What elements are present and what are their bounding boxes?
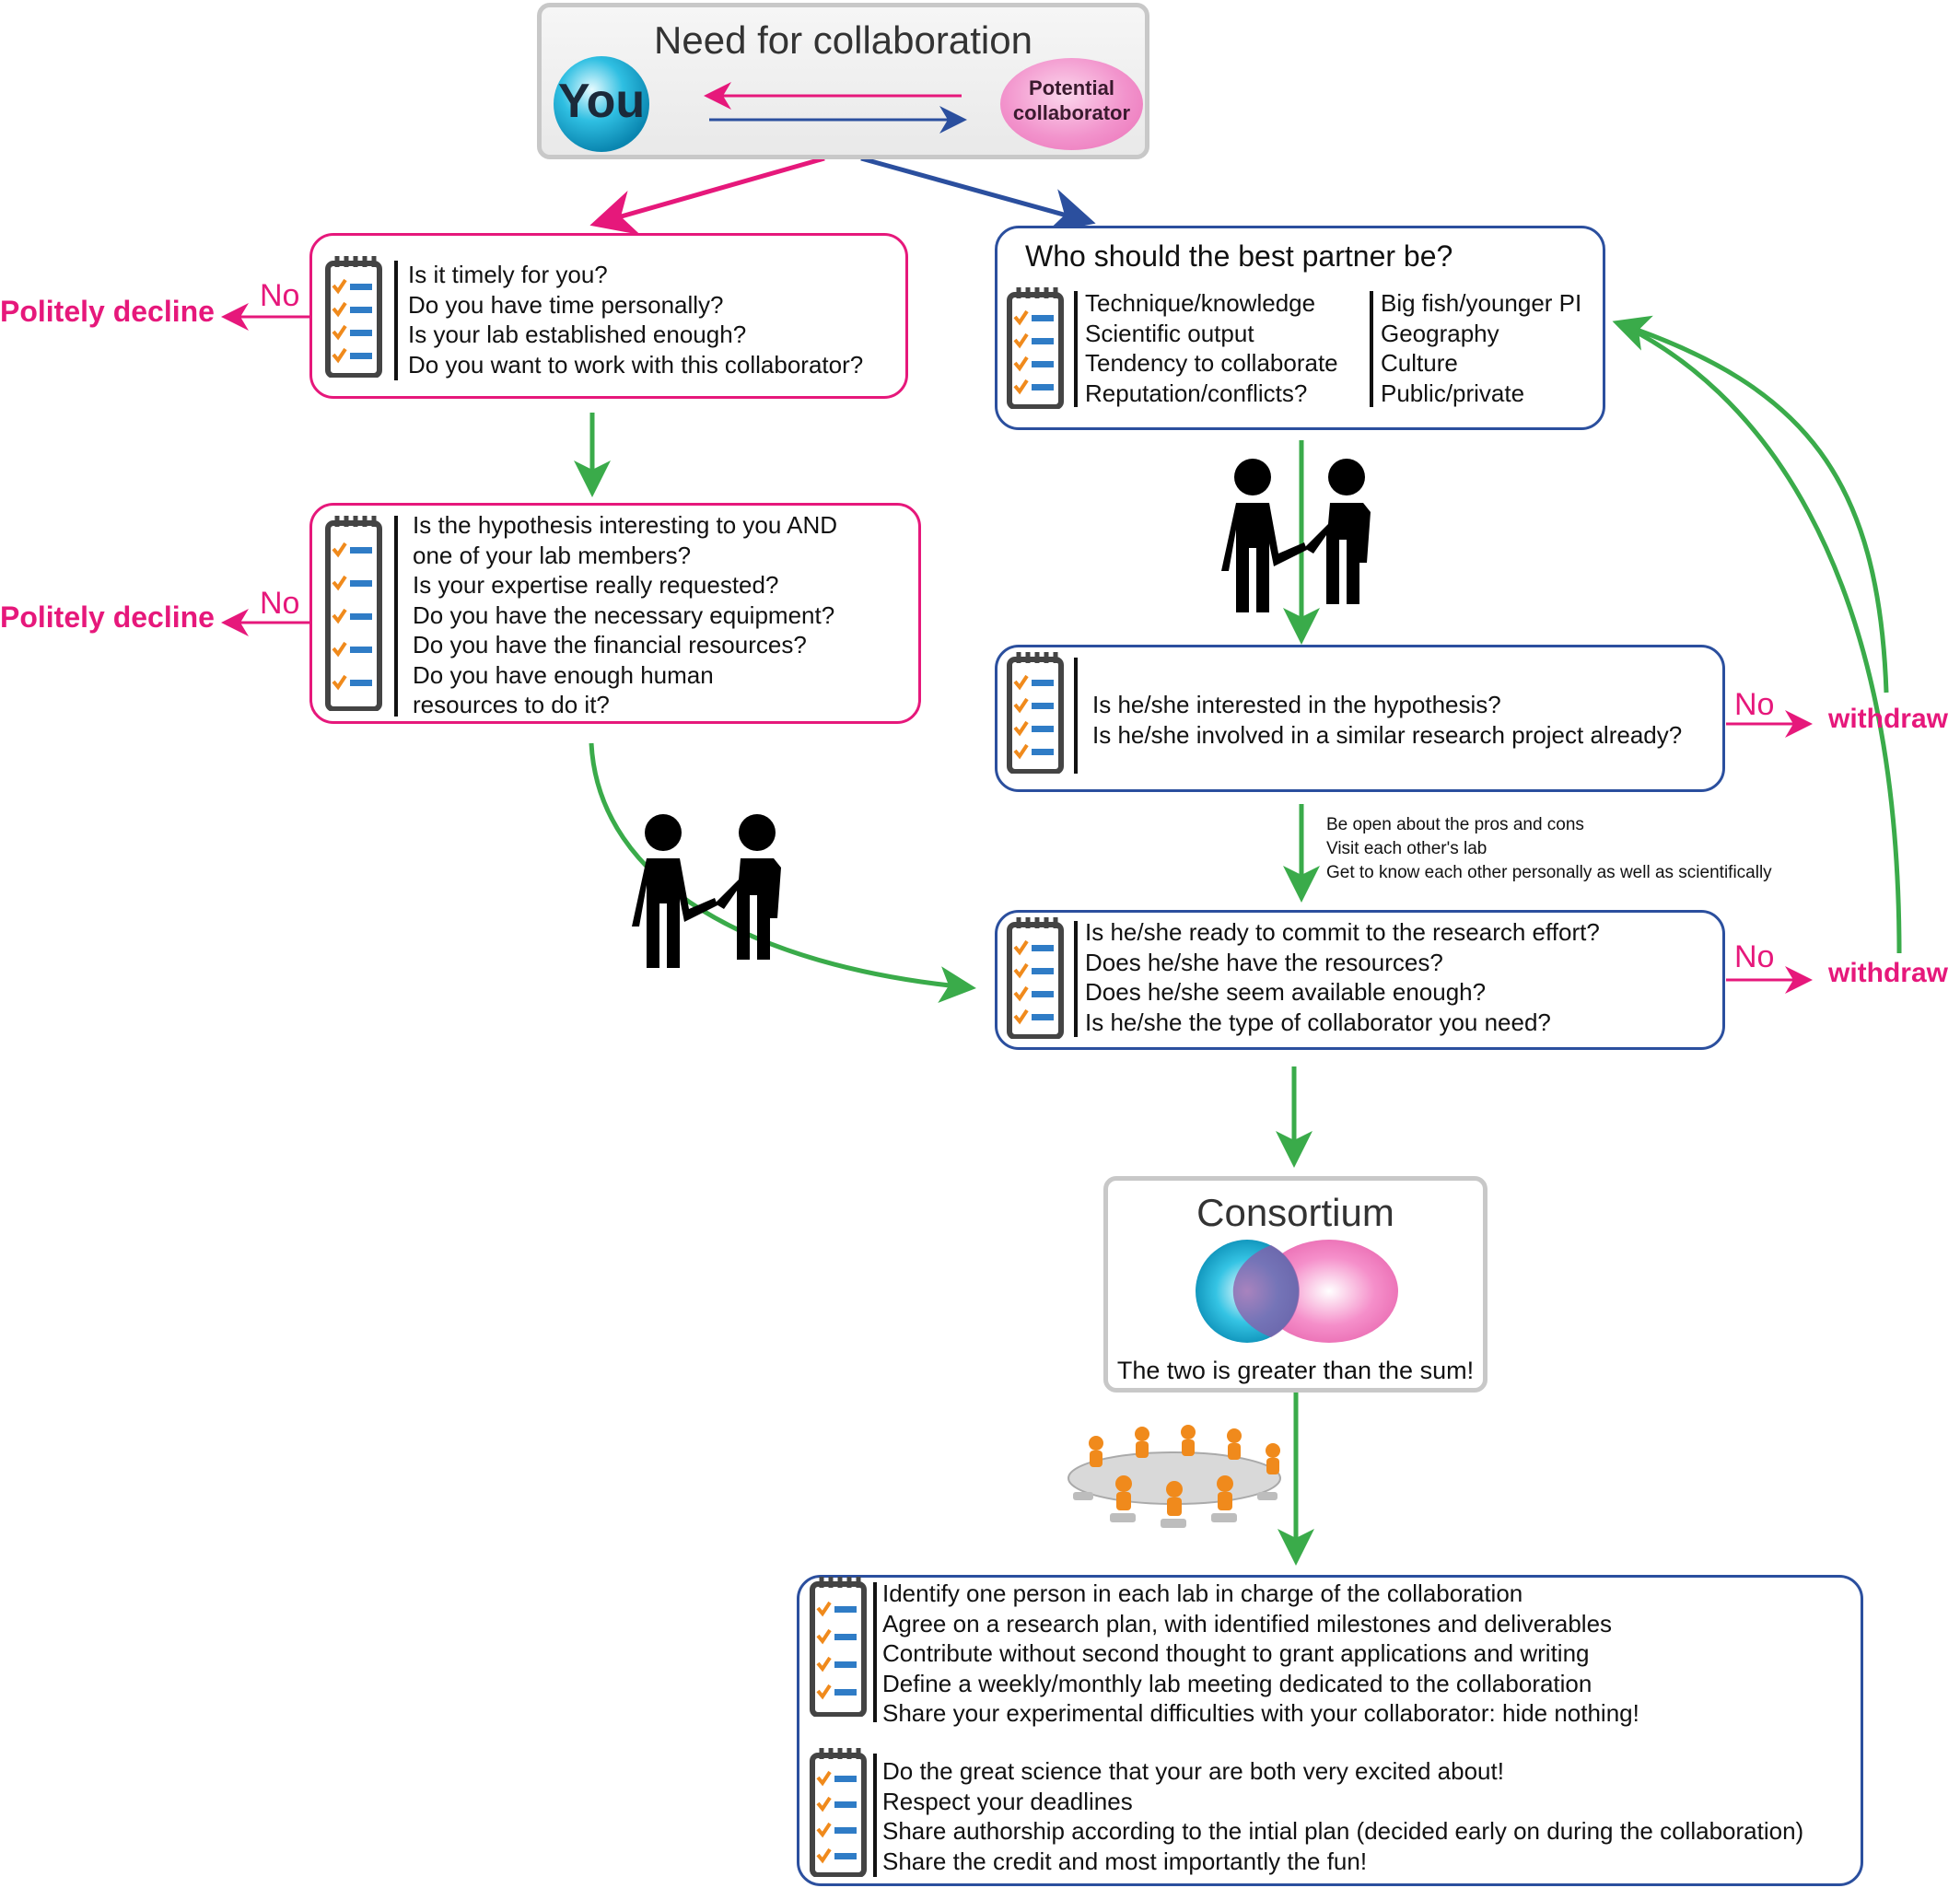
divider-bar — [394, 261, 398, 380]
collaboration-practices-box — [797, 1575, 1863, 1886]
list-item: Is your expertise really requested? — [413, 571, 779, 599]
pink-arrow-to-self-check — [589, 156, 825, 236]
partner-criteria-col2: Big fish/younger PI Geography Culture Pu… — [1381, 288, 1581, 408]
list-item: Share the credit and most importantly th… — [882, 1847, 1368, 1875]
checklist-icon — [810, 1748, 867, 1877]
list-item: Technique/knowledge — [1085, 289, 1316, 317]
exchange-arrows — [704, 82, 967, 134]
top-title: Need for collaboration — [654, 18, 1032, 62]
list-item: Culture — [1381, 349, 1458, 377]
divider-bar — [873, 1754, 877, 1877]
list-item: Reputation/conflicts? — [1085, 379, 1308, 407]
divider-bar — [1370, 291, 1373, 407]
divider-bar — [1074, 291, 1078, 407]
list-item: Share authorship according to the intial… — [882, 1817, 1804, 1845]
hypothesis-check-box — [309, 503, 921, 724]
you-label: You — [557, 75, 646, 128]
interest-check-box — [995, 645, 1725, 792]
divider-bar — [873, 1582, 877, 1722]
politely-decline-label: Politely decline — [0, 295, 215, 328]
green-loop-from-commit — [1619, 321, 1902, 954]
list-item: Does he/she seem available enough? — [1085, 978, 1487, 1006]
list-item: Scientific output — [1085, 319, 1254, 347]
no-label: No — [260, 586, 300, 621]
list-item: Do you have the financial resources? — [413, 631, 807, 658]
need-for-collaboration-box: Need for collaboration You Potential col… — [537, 3, 1149, 159]
blue-arrow-to-partner-box — [860, 156, 1096, 234]
list-item: Is it timely for you? — [408, 261, 608, 288]
list-item: Contribute without second thought to gra… — [882, 1639, 1590, 1667]
consortium-overlap — [1232, 1245, 1300, 1337]
withdraw-label: withdraw — [1828, 958, 1949, 988]
list-item: Do the great science that your are both … — [882, 1757, 1504, 1785]
list-item: Define a weekly/monthly lab meeting dedi… — [882, 1669, 1592, 1697]
checklist-icon — [325, 256, 382, 378]
list-item: Respect your deadlines — [882, 1787, 1133, 1815]
divider-bar — [1074, 658, 1078, 774]
commit-check-list: Is he/she ready to commit to the researc… — [1085, 917, 1600, 1037]
best-partner-box — [995, 226, 1605, 430]
self-check-list: Is it timely for you? Do you have time p… — [408, 260, 863, 379]
handshake-icon — [632, 814, 781, 968]
advice-list: Be open about the pros and cons Visit ea… — [1326, 813, 1772, 885]
commit-check-box — [995, 910, 1725, 1050]
checklist-icon — [325, 516, 382, 711]
green-loop-from-interest — [1612, 315, 1889, 693]
withdraw-label: withdraw — [1828, 704, 1949, 734]
list-item: Is your lab established enough? — [408, 320, 747, 348]
list-item: Do you want to work with this collaborat… — [408, 350, 864, 379]
consortium-box — [1103, 1176, 1488, 1393]
hypothesis-check-list: Is the hypothesis interesting to you AND… — [413, 510, 837, 720]
self-check-box — [309, 233, 908, 399]
list-item: Is he/she the type of collaborator you n… — [1085, 1008, 1551, 1036]
list-item: Do you have enough human — [413, 660, 714, 689]
no-label: No — [260, 278, 300, 313]
list-item: Tendency to collaborate — [1085, 349, 1338, 377]
partner-criteria-col1: Technique/knowledge Scientific output Te… — [1085, 288, 1338, 408]
list-item: Public/private — [1381, 379, 1525, 407]
checklist-icon — [1007, 287, 1064, 409]
practices-list-1: Identify one person in each lab in charg… — [882, 1579, 1639, 1729]
interest-check-list: Is he/she interested in the hypothesis? … — [1092, 690, 1682, 750]
collaborator-ellipse — [1000, 58, 1143, 150]
list-item: Share your experimental difficulties wit… — [882, 1699, 1639, 1727]
best-partner-title: Who should the best partner be? — [1025, 239, 1453, 273]
list-item: Is he/she interested in the hypothesis? — [1092, 691, 1501, 718]
no-label: No — [1734, 687, 1775, 722]
collaborator-label: Potential collaborator — [1012, 76, 1131, 124]
list-item: Agree on a research plan, with identifie… — [882, 1609, 1613, 1637]
checklist-icon — [810, 1577, 867, 1717]
list-item: Get to know each other personally as wel… — [1326, 863, 1772, 882]
list-item: Be open about the pros and cons — [1326, 815, 1584, 834]
list-item: Is he/she involved in a similar research… — [1092, 720, 1683, 749]
divider-bar — [1074, 921, 1078, 1037]
consortium-caption: The two is greater than the sum! — [1116, 1357, 1475, 1384]
no-label: No — [1734, 939, 1775, 974]
checklist-icon — [1007, 652, 1064, 774]
list-item: Identify one person in each lab in charg… — [882, 1579, 1523, 1607]
list-item: Do you have time personally? — [408, 290, 724, 319]
divider-bar — [394, 516, 398, 717]
list-item: Do you have the necessary equipment? — [413, 600, 835, 629]
list-item: Big fish/younger PI — [1381, 289, 1582, 317]
consortium-title: Consortium — [1196, 1191, 1394, 1234]
practices-list-2: Do the great science that your are both … — [882, 1756, 1803, 1876]
meeting-table-icon — [1068, 1425, 1281, 1528]
checklist-icon — [1007, 917, 1064, 1039]
list-item: Is he/she ready to commit to the researc… — [1085, 918, 1600, 946]
list-item: Geography — [1381, 319, 1499, 347]
handshake-icon — [1221, 459, 1371, 612]
list-item: Is the hypothesis interesting to you AND — [413, 511, 838, 539]
you-circle — [554, 56, 649, 152]
politely-decline-label: Politely decline — [0, 600, 215, 634]
list-item: resources to do it? — [413, 691, 610, 718]
list-item: Visit each other's lab — [1326, 839, 1488, 858]
list-item: Does he/she have the resources? — [1085, 948, 1443, 976]
list-item: one of your lab members? — [413, 541, 692, 569]
consortium-pink-ellipse — [1260, 1240, 1398, 1343]
